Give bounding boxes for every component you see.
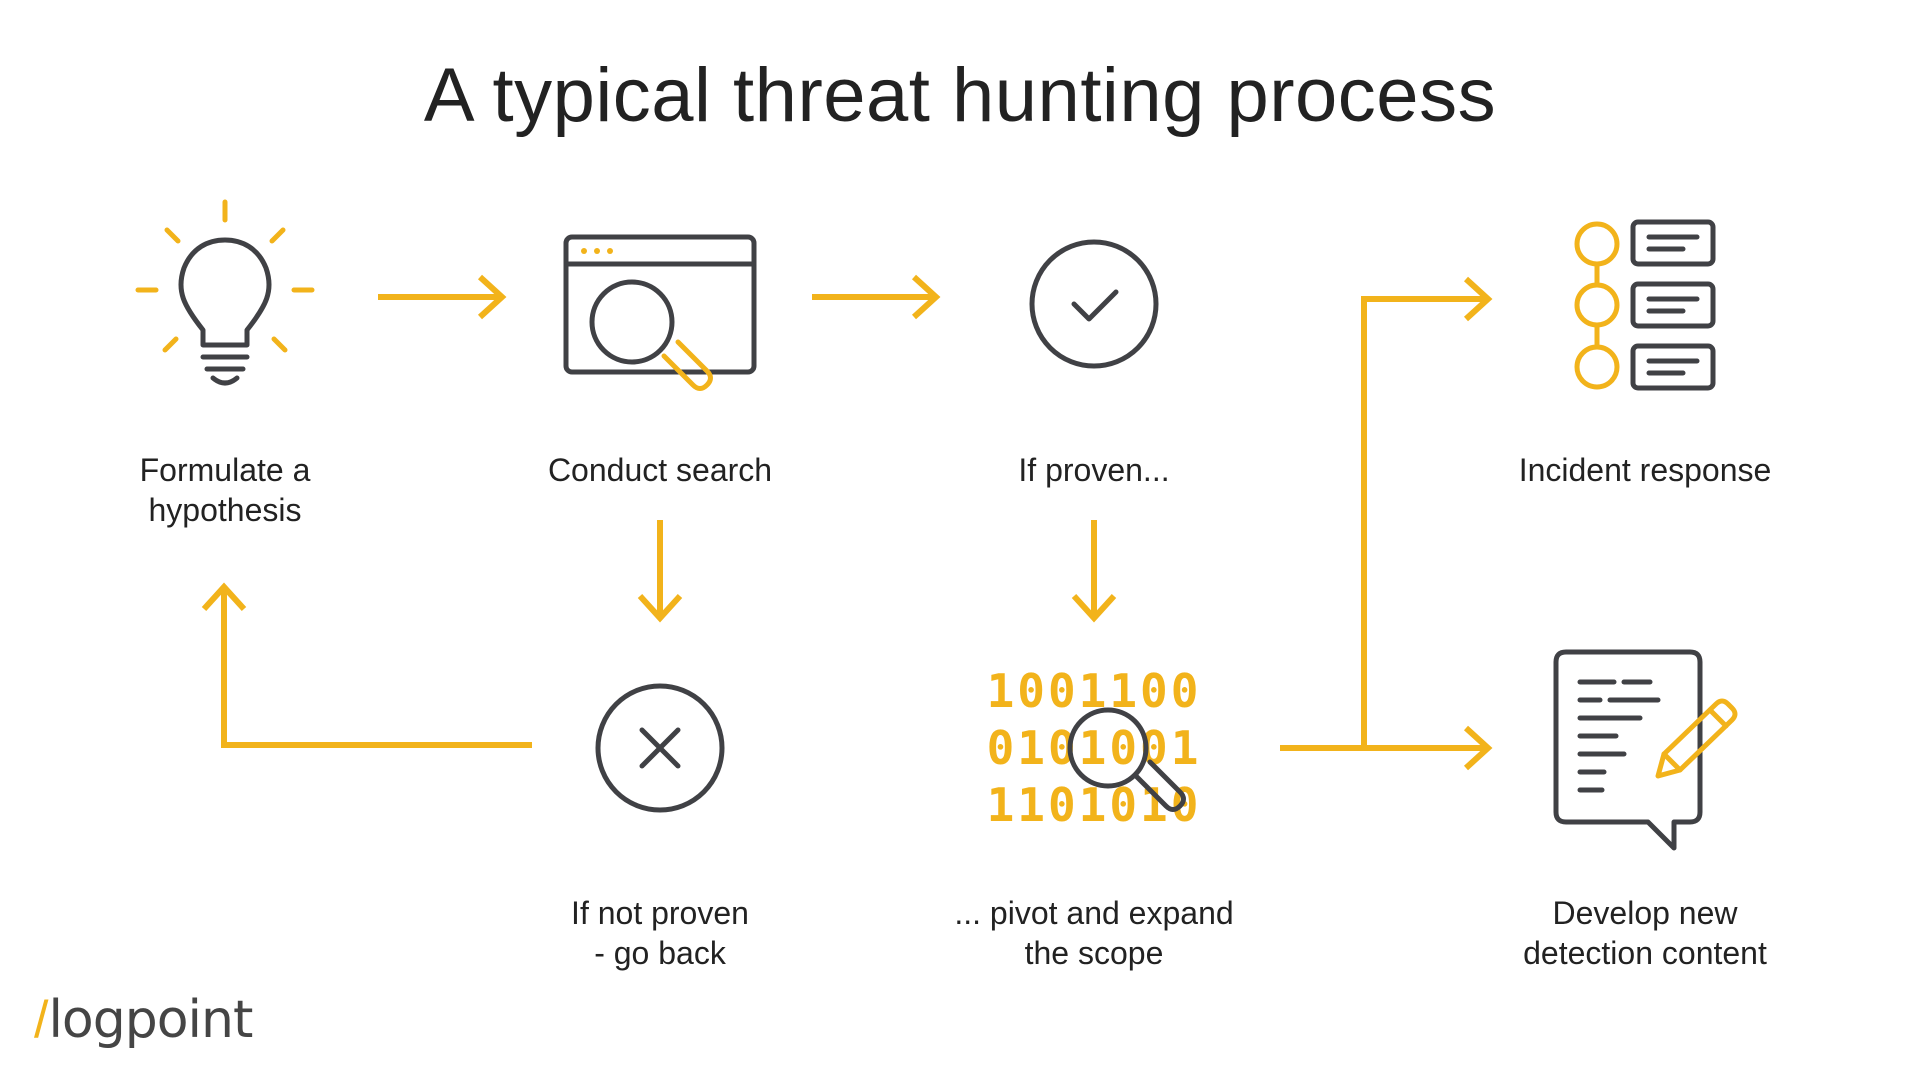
check-circle-icon xyxy=(1029,239,1159,369)
label-if-proven: If proven... xyxy=(1018,452,1170,488)
arrow-pivot-to-outcomes xyxy=(1280,276,1493,771)
document-pencil-icon xyxy=(1553,649,1738,851)
label-conduct-search: Conduct search xyxy=(547,452,773,488)
logpoint-logo: /logpoint xyxy=(34,990,253,1050)
arrow-proven-to-pivot xyxy=(1071,520,1117,623)
label-pivot-expand: ... pivot and expand the scope xyxy=(954,895,1234,971)
binary-row-2: 0101001 xyxy=(987,721,1202,775)
lightbulb-icon xyxy=(135,199,315,386)
binary-search-icon: 1001100 0101001 1101010 xyxy=(987,664,1202,832)
binary-row-3: 1101010 xyxy=(987,778,1202,832)
label-incident-response: Incident response xyxy=(1518,452,1772,488)
logo-wordmark: logpoint xyxy=(48,990,253,1050)
arrow-not-proven-to-hypothesis xyxy=(201,582,532,748)
diagram-title: A typical threat hunting process xyxy=(423,53,1497,138)
browser-search-icon xyxy=(563,234,757,391)
arrow-hypothesis-to-search xyxy=(378,274,507,320)
label-hypothesis: Formulate a hypothesis xyxy=(139,452,311,528)
arrow-search-to-not-proven xyxy=(637,520,683,623)
logo-slash: / xyxy=(34,991,49,1049)
checklist-icon xyxy=(1574,219,1716,391)
arrow-search-to-proven xyxy=(812,274,941,320)
x-circle-icon xyxy=(595,683,725,813)
binary-row-1: 1001100 xyxy=(987,664,1202,718)
label-if-not-proven: If not proven - go back xyxy=(571,895,749,971)
label-develop-content: Develop new detection content xyxy=(1523,895,1767,971)
